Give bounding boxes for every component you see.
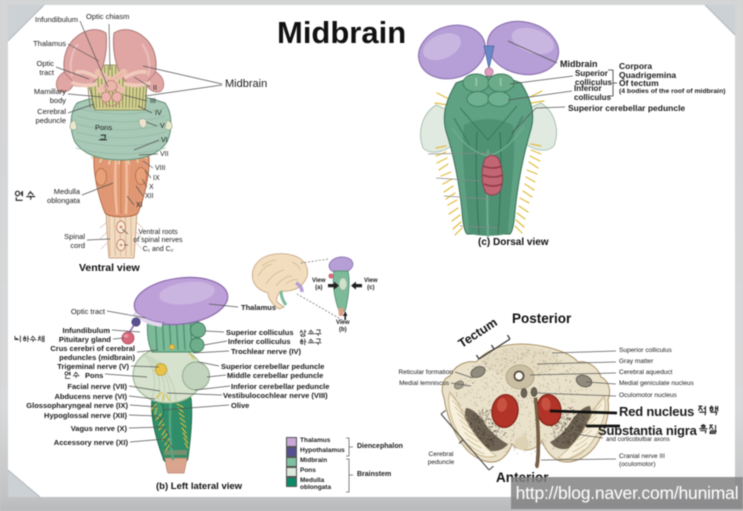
label-pons-korean [98,134,108,144]
label-cerebral-aqueduct: Cerebral aqueduct [619,369,673,376]
numeral-cn12: XII [145,193,154,200]
label-medial-lemniscus: Medial lemniscus [399,380,449,387]
label-optic-tract-ventral: Optic tract [36,59,54,77]
label-inferior-colliculus-korean [299,338,322,346]
label-superior-colliculus-korean [299,329,322,337]
label-facial-nerve: Facial nerve (VII) [67,382,127,391]
label-spinal-cord: Spinal cord [64,232,85,250]
legend-swatch-hypothalamus [286,447,297,457]
label-oculomotor-nucleus: Oculomotor nucleus [619,392,677,399]
label-optic-tract-lateral: Optic tract [70,307,105,316]
label-inferior-cerebellar-peduncle: Inferior cerebellar peduncle [231,382,330,391]
legend-item-pons: Pons [286,467,316,477]
label-pons-lateral: Pons [85,371,104,380]
label-inferior-colliculus-dorsal: Inferior colliculus [574,84,611,103]
numeral-cn7: VII [160,151,169,158]
label-glossopharyngeal-nerve: Glossopharyngeal nerve (IX) [26,401,128,410]
label-red-nucleus-korean [697,405,719,417]
numeral-cn2: II [153,85,157,92]
label-view-b: View (b) [336,320,350,334]
label-superior-colliculus-dorsal: Superior colliculus [575,69,612,88]
label-infundibulum: Infundibulum [35,15,78,24]
label-trigeminal-nerve: Trigeminal nerve (V) [57,362,129,371]
label-abducens-nerve: Abducens nerve (VI) [54,392,127,401]
legend-label-hypothalamus: Hypothalamus [300,447,345,454]
label-trochlear-nerve: Trochlear nerve (IV) [231,347,302,356]
label-thalamus-lateral: Thalamus [241,303,277,312]
label-optic-chiasm: Optic chiasm [86,12,130,21]
label-cranial-nerve-iii: Cranial nerve III (oculomotor) [619,453,665,468]
numeral-cn11: XI [136,202,143,209]
label-thalamus-ventral: Thalamus [33,39,66,48]
label-view-a: View (a) [312,278,326,292]
label-hypoglossal-nerve: Hypoglossal nerve (XII) [44,411,127,420]
label-superior-colliculus-lateral: Superior colliculus [226,328,294,337]
label-corpora-quadrigemina: Corpora Quadrigemina Of tectum [619,61,677,89]
label-mamillary-body: Mamillary body [33,87,66,105]
label-gray-matter: Gray matter [619,358,654,365]
page-title: Midbrain [277,15,407,50]
numeral-cn3: III [150,98,156,105]
label-substantia-nigra: Substantia nigra [598,423,697,438]
caption-ventral-view: Ventral view [79,262,140,274]
label-infundibulum-lateral: Infundibulum [62,326,111,335]
label-olive: Olive [231,401,250,410]
numeral-cn5: V [160,123,165,130]
label-reticular-formation: Reticular formation [398,369,453,376]
label-corpora-note: (4 bodies of the roof of midbrain) [619,88,726,95]
label-medulla-oblongata: Medulla oblongata [47,187,80,205]
legend-item-hypothalamus: Hypothalamus [286,447,345,457]
legend-label-thalamus: Thalamus [300,437,331,444]
label-pituitary-gland: Pituitary gland [58,335,111,344]
label-view-c: View (c) [364,278,378,292]
legend-label-pons: Pons [300,467,316,474]
watermark-url: http://blog.naver.com/hunimal [515,482,739,503]
label-superior-cerebellar-peduncle-dorsal: Superior cerebellar peduncle [568,103,686,113]
label-substantia-nigra-korean [698,424,718,435]
legend-item-midbrain: Midbrain [286,457,327,467]
legend-swatch-pons [286,467,297,477]
label-ventral-roots: Ventral roots of spinal nerves C₁ and C₂ [133,229,183,253]
label-vagus-nerve: Vagus nerve (X) [70,424,127,433]
label-superior-cerebellar-peduncle-lateral: Superior cerebellar peduncle [221,362,325,371]
legend-label-midbrain: Midbrain [300,457,328,464]
label-red-nucleus: Red nucleus [619,404,695,419]
caption-dorsal-view: (c) Dorsal view [478,237,549,248]
label-midbrain-dorsal: Midbrain [560,59,598,69]
numeral-cn9: IX [153,175,160,182]
legend-swatch-thalamus [286,437,297,447]
label-pituitary-korean [14,335,45,343]
label-pons-ventral: Pons [95,123,113,132]
label-cerebral-peduncle-section: Cerebral peduncle [427,451,455,466]
label-inferior-colliculus-lateral: Inferior colliculus [228,337,291,346]
label-superior-colliculus-section: Superior colliculus [619,347,672,354]
label-posterior: Posterior [512,311,572,326]
label-medulla-korean [14,190,36,202]
label-cerebral-peduncle-ventral: Cerebral peduncle [35,107,66,125]
legend-item-thalamus: Thalamus [286,437,330,447]
label-pons-lateral-korean [64,371,80,379]
label-midbrain-ventral: Midbrain [225,78,268,90]
legend-group-brainstem: Brainstem [357,471,392,478]
legend-group-diencephalon: Diencephalon [357,443,403,450]
label-middle-cerebellar-peduncle: Middle cerebellar peduncle [227,371,324,380]
numeral-cn6: VI [161,137,168,144]
legend-swatch-midbrain [286,457,297,467]
numeral-cn4: IV [155,110,162,117]
label-accessory-nerve: Accessory nerve (XI) [53,438,128,447]
caption-lateral-view: (b) Left lateral view [156,481,243,492]
label-medial-geniculate-nucleus: Medial geniculate nucleus [619,380,694,387]
label-corticobulbar-note: and corticobulbar axons [606,437,670,443]
numeral-cn8: VIII [155,165,166,172]
numeral-cn10: X [149,184,154,191]
label-vestibulocochlear-nerve: Vestibulocochlear nerve (VIII) [223,391,328,400]
watermark-bar: http://blog.naver.com/hunimal [511,477,743,509]
legend-label-medulla: Medulla oblongata [300,477,332,492]
legend-swatch-medulla [286,477,297,487]
legend-item-medulla: Medulla oblongata [286,477,331,491]
label-crus-cerebri: Crus cerebri of cerebral peduncles (midb… [50,344,135,362]
